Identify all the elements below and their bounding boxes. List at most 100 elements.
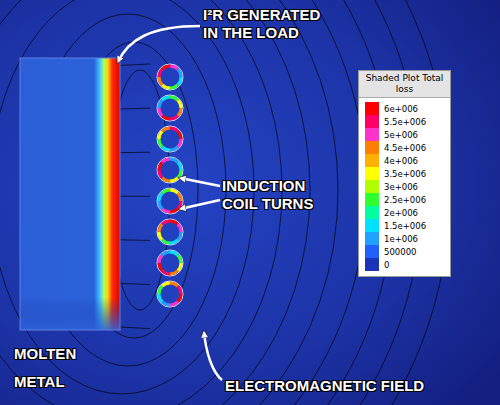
legend-value: 0	[384, 260, 389, 270]
legend-swatch	[365, 219, 379, 232]
legend-value: 2e+006	[384, 208, 418, 218]
legend-value: 5e+006	[384, 130, 418, 140]
coil-segment	[159, 201, 162, 209]
legend-row: 3e+006	[359, 180, 450, 193]
coil-segment	[162, 159, 170, 162]
coil-segment	[178, 193, 181, 201]
coil-segment	[162, 97, 170, 100]
legend-value: 2.5e+006	[384, 195, 426, 205]
coil-segment	[178, 162, 181, 170]
legend-swatch	[365, 206, 379, 219]
coil-segment	[159, 69, 162, 77]
coil-segment	[170, 209, 178, 212]
legend-row: 5.5e+006	[359, 115, 450, 128]
coil-segment	[178, 139, 181, 147]
legend-row: 1.5e+006	[359, 219, 450, 232]
coil-turn	[157, 188, 183, 214]
coil-segment	[170, 147, 178, 150]
molten-metal	[20, 58, 120, 330]
coil-segment	[162, 190, 170, 193]
coil-segment	[162, 128, 170, 131]
coil-segment	[159, 100, 162, 108]
legend-swatch	[365, 167, 379, 180]
coil-turns	[157, 64, 183, 307]
coil-turn	[157, 126, 183, 152]
coil-segment	[162, 85, 170, 88]
legend-value: 4e+006	[384, 156, 418, 166]
legend-row: 6e+006	[359, 102, 450, 115]
metal-outline	[20, 58, 120, 330]
coil-segment	[178, 224, 181, 232]
callout-label: ELECTROMAGNETIC FIELD	[225, 377, 485, 395]
field-line	[0, 0, 366, 405]
coil-segment	[170, 97, 178, 100]
legend-swatch	[365, 154, 379, 167]
coil-segment	[159, 108, 162, 116]
coil-turn	[157, 281, 183, 307]
coil-segment	[159, 193, 162, 201]
coil-segment	[170, 66, 178, 69]
coil-segment	[162, 209, 170, 212]
coil-segment	[178, 255, 181, 263]
colorbar: 6e+006 5.5e+006 5e+006 4.5e+006 4e+0063.5e+0…	[359, 98, 450, 276]
legend-value: 3e+006	[384, 182, 418, 192]
coil-segment	[159, 232, 162, 240]
legend-swatch	[365, 245, 379, 258]
callout-label: INDUCTION COIL TURNS	[222, 177, 332, 213]
field-lines	[0, 0, 450, 405]
coil-turn	[157, 64, 183, 90]
coil-segment	[159, 77, 162, 85]
coil-segment	[162, 116, 170, 119]
field-line	[0, 0, 254, 394]
coil-segment	[162, 147, 170, 150]
coil-segment	[159, 131, 162, 139]
coil-segment	[159, 170, 162, 178]
legend-row: 2e+006	[359, 206, 450, 219]
coil-segment	[170, 190, 178, 193]
coil-segment	[178, 294, 181, 302]
legend-value: 1.5e+006	[384, 221, 426, 231]
coil-segment	[162, 271, 170, 274]
coil-segment	[170, 128, 178, 131]
coil-segment	[178, 108, 181, 116]
legend-swatch	[365, 141, 379, 154]
coil-segment	[170, 85, 178, 88]
legend-row: 1e+006	[359, 232, 450, 245]
coil-segment	[178, 100, 181, 108]
leader-arrow	[118, 26, 200, 62]
coil-segment	[170, 116, 178, 119]
legend-row: 5e+006	[359, 128, 450, 141]
metal-shade	[20, 58, 120, 330]
legend-swatch	[365, 193, 379, 206]
legend-value: 4.5e+006	[384, 143, 426, 153]
coil-segment	[178, 286, 181, 294]
field-line	[0, 0, 338, 405]
coil-segment	[170, 252, 178, 255]
legend-value: 5.5e+006	[384, 117, 426, 127]
coil-segment	[159, 286, 162, 294]
callout-label: MOLTEN METAL	[14, 340, 84, 396]
legend-row: 500000	[359, 245, 450, 258]
coil-segment	[170, 302, 178, 305]
coil-segment	[170, 271, 178, 274]
legend-row: 4e+006	[359, 154, 450, 167]
legend-row: 0	[359, 258, 450, 271]
legend-swatch	[365, 258, 379, 271]
coil-segment	[159, 255, 162, 263]
coil-segment	[162, 283, 170, 286]
legend-row: 2.5e+006	[359, 193, 450, 206]
legend-row: 3.5e+006	[359, 167, 450, 180]
coil-segment	[159, 162, 162, 170]
legend-swatch	[365, 128, 379, 141]
callout-label: I²R GENERATED IN THE LOAD	[203, 6, 328, 42]
coil-turn	[157, 95, 183, 121]
field-line	[0, 0, 450, 405]
legend-swatch	[365, 232, 379, 245]
coil-segment	[159, 224, 162, 232]
coil-turn	[157, 250, 183, 276]
coil-segment	[162, 221, 170, 224]
coil-segment	[159, 294, 162, 302]
coil-turn	[157, 157, 183, 183]
leader-arrow	[180, 178, 220, 186]
